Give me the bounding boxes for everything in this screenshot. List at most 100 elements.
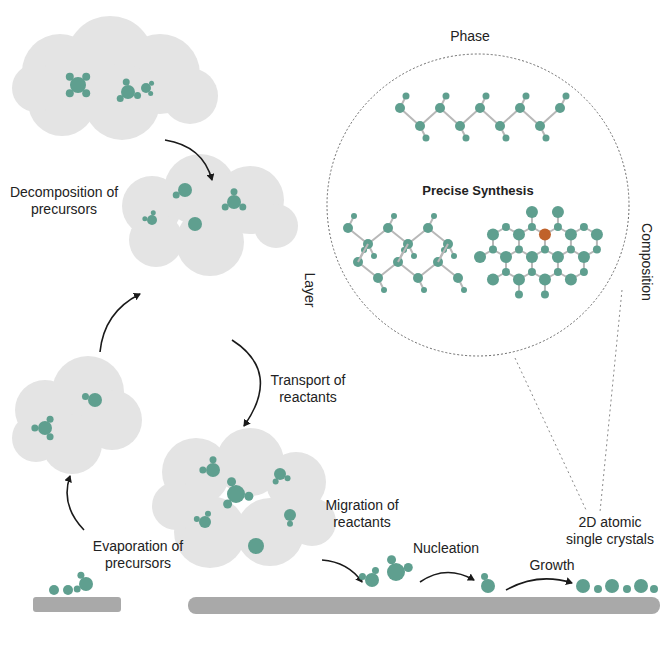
atom bbox=[365, 573, 379, 587]
atom bbox=[623, 585, 631, 593]
cloud-puff bbox=[236, 498, 304, 566]
cloud-puff bbox=[12, 64, 60, 112]
atom bbox=[206, 463, 220, 477]
zoom-line bbox=[515, 358, 587, 512]
atom bbox=[142, 216, 147, 221]
atom bbox=[199, 516, 211, 528]
atom bbox=[539, 229, 551, 241]
small-substrate bbox=[33, 597, 121, 612]
gas-clouds bbox=[12, 16, 336, 568]
atom bbox=[134, 92, 141, 99]
atom bbox=[475, 103, 485, 113]
step-label: Migration of reactants bbox=[316, 497, 408, 531]
atom bbox=[423, 223, 433, 233]
atom bbox=[593, 246, 601, 254]
atom bbox=[372, 567, 379, 574]
atom bbox=[503, 135, 510, 142]
atom bbox=[63, 585, 73, 595]
atom bbox=[523, 93, 530, 100]
atom bbox=[231, 188, 238, 195]
process-arrow bbox=[100, 294, 140, 352]
cloud-puff bbox=[12, 414, 60, 462]
atom bbox=[248, 538, 264, 554]
atom bbox=[404, 563, 413, 572]
bond bbox=[438, 244, 448, 262]
process-arrow bbox=[232, 340, 260, 426]
atom bbox=[371, 253, 377, 259]
atom bbox=[580, 268, 588, 276]
atom bbox=[227, 485, 245, 503]
circle-border bbox=[327, 54, 629, 356]
atom bbox=[526, 206, 538, 218]
atom bbox=[565, 229, 577, 241]
atom bbox=[502, 223, 510, 231]
process-arrow bbox=[506, 579, 572, 590]
step-label: Evaporation of precursors bbox=[88, 538, 188, 572]
atom bbox=[495, 121, 505, 131]
atom bbox=[539, 274, 551, 286]
atom bbox=[381, 287, 387, 293]
atom bbox=[580, 223, 588, 231]
atom bbox=[605, 579, 619, 593]
atom bbox=[563, 93, 570, 100]
atom bbox=[543, 135, 550, 142]
substrate bbox=[188, 597, 660, 614]
atom bbox=[373, 273, 383, 283]
process-arrow bbox=[322, 560, 362, 582]
atom bbox=[284, 509, 296, 521]
atom bbox=[435, 103, 445, 113]
node-title: Precise Synthesis bbox=[326, 183, 630, 198]
atom bbox=[541, 291, 549, 299]
atom bbox=[552, 206, 564, 218]
atom bbox=[395, 103, 405, 113]
atom bbox=[82, 393, 89, 400]
cloud-puff bbox=[254, 204, 298, 248]
atom bbox=[634, 579, 648, 593]
atom bbox=[227, 477, 236, 486]
atom bbox=[578, 251, 590, 263]
atom bbox=[489, 246, 497, 254]
step-label: Nucleation bbox=[413, 540, 479, 557]
atom bbox=[443, 93, 450, 100]
atom bbox=[526, 251, 538, 263]
atom bbox=[351, 213, 357, 219]
atom bbox=[205, 511, 211, 517]
atom bbox=[515, 103, 525, 113]
atom bbox=[411, 253, 417, 259]
circle-outline bbox=[326, 53, 630, 357]
atom bbox=[481, 579, 495, 593]
atom bbox=[387, 563, 405, 581]
atom bbox=[487, 229, 499, 241]
atom bbox=[70, 77, 86, 93]
atom bbox=[31, 425, 38, 432]
atom bbox=[359, 573, 366, 580]
atom bbox=[552, 251, 564, 263]
atom bbox=[79, 577, 93, 591]
cloud-puff bbox=[152, 482, 200, 530]
step-label: Composition bbox=[638, 223, 655, 301]
cloud-puff bbox=[129, 213, 183, 267]
atom bbox=[515, 291, 523, 299]
atom bbox=[387, 555, 396, 564]
process-arrows bbox=[67, 140, 572, 590]
atom bbox=[513, 274, 525, 286]
atom bbox=[244, 492, 253, 501]
atom bbox=[591, 229, 603, 241]
atom bbox=[88, 393, 102, 407]
atom bbox=[383, 223, 393, 233]
cloud-puff bbox=[162, 68, 218, 124]
atom bbox=[421, 287, 427, 293]
atom bbox=[287, 521, 293, 527]
atom bbox=[403, 93, 410, 100]
atom bbox=[554, 268, 562, 276]
step-label: Phase bbox=[450, 28, 490, 45]
atom bbox=[555, 103, 565, 113]
atom bbox=[38, 421, 52, 435]
atom bbox=[49, 585, 59, 595]
atom bbox=[451, 253, 457, 259]
atom bbox=[210, 456, 217, 463]
atom bbox=[481, 573, 488, 580]
atom bbox=[455, 121, 465, 131]
atom bbox=[274, 468, 286, 480]
atom bbox=[474, 251, 486, 263]
